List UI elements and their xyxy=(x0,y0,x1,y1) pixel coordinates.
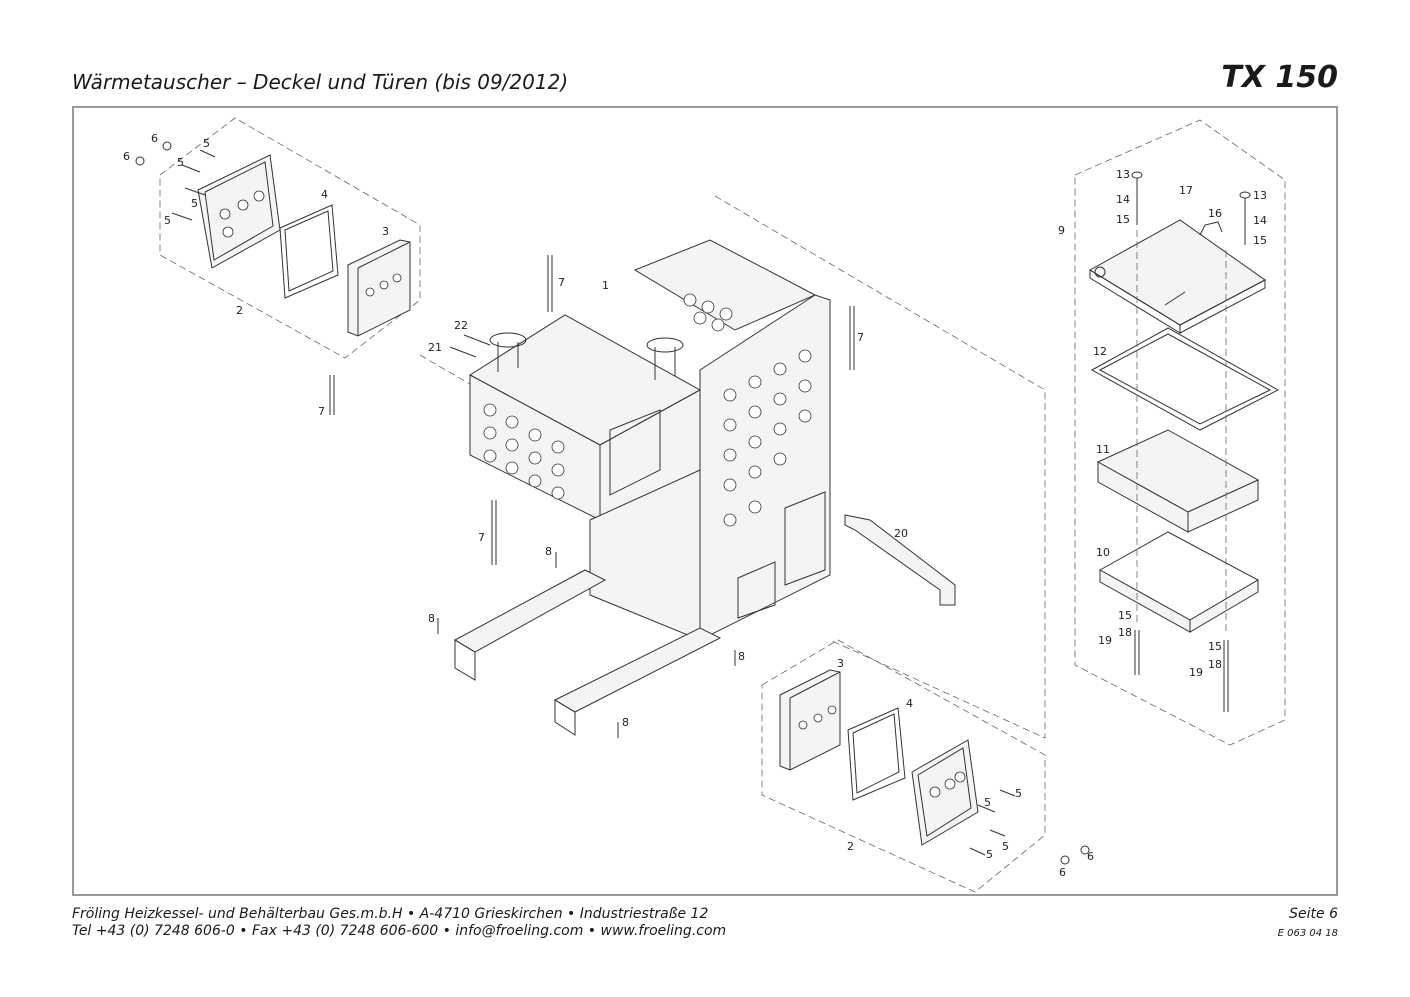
label-18: 18 xyxy=(1208,658,1222,671)
footer-doc-code: E 063 04 18 xyxy=(1277,928,1338,939)
label-1: 1 xyxy=(602,279,609,292)
label-2: 2 xyxy=(236,304,243,317)
bottom-right-door-assembly xyxy=(761,639,1090,893)
label-15: 15 xyxy=(1253,234,1267,247)
label-17: 17 xyxy=(1179,184,1193,197)
label-3: 3 xyxy=(382,225,389,238)
label-5: 5 xyxy=(191,197,198,210)
label-7: 7 xyxy=(857,331,864,344)
label-3: 3 xyxy=(837,657,844,670)
label-7: 7 xyxy=(478,531,485,544)
label-5: 5 xyxy=(164,214,171,227)
label-5: 5 xyxy=(203,137,210,150)
label-7: 7 xyxy=(318,405,325,418)
label-5: 5 xyxy=(1015,787,1022,800)
label-6: 6 xyxy=(123,150,130,163)
label-10: 10 xyxy=(1096,546,1110,559)
heat-exchanger-body xyxy=(419,195,1046,739)
bolts xyxy=(437,334,736,738)
label-14: 14 xyxy=(1253,214,1267,227)
label-19: 19 xyxy=(1098,634,1112,647)
label-8: 8 xyxy=(622,716,629,729)
part-labels: 6 6 5 5 5 5 4 3 2 7 7 7 7 1 22 21 20 8 8… xyxy=(123,132,1267,879)
label-6: 6 xyxy=(151,132,158,145)
right-lid-assembly xyxy=(1074,119,1286,746)
label-2: 2 xyxy=(847,840,854,853)
tube-holes-top xyxy=(683,293,733,332)
label-8: 8 xyxy=(545,545,552,558)
label-15: 15 xyxy=(1116,213,1130,226)
model-name: TX 150 xyxy=(1221,60,1338,95)
top-left-door-assembly xyxy=(135,117,421,359)
label-14: 14 xyxy=(1116,193,1130,206)
label-5: 5 xyxy=(986,848,993,861)
label-5: 5 xyxy=(984,796,991,809)
label-6: 6 xyxy=(1059,866,1066,879)
label-11: 11 xyxy=(1096,443,1110,456)
side-panel-20 xyxy=(844,514,956,606)
label-15: 15 xyxy=(1208,640,1222,653)
footer-company: Fröling Heizkessel- und Behälterbau Ges.… xyxy=(72,906,709,922)
label-9: 9 xyxy=(1058,224,1065,237)
tube-holes-side xyxy=(723,349,812,527)
drawing-frame xyxy=(72,106,1338,896)
label-5: 5 xyxy=(1002,840,1009,853)
footer-contact: Tel +43 (0) 7248 606-0 • Fax +43 (0) 724… xyxy=(72,923,727,939)
label-21: 21 xyxy=(428,341,442,354)
label-5: 5 xyxy=(177,156,184,169)
label-18: 18 xyxy=(1118,626,1132,639)
label-6: 6 xyxy=(1087,850,1094,863)
label-8: 8 xyxy=(428,612,435,625)
label-7: 7 xyxy=(558,276,565,289)
label-13: 13 xyxy=(1253,189,1267,202)
tie-rods xyxy=(329,255,855,565)
page-title: Wärmetauscher – Deckel und Türen (bis 09… xyxy=(72,70,569,94)
label-8: 8 xyxy=(738,650,745,663)
label-22: 22 xyxy=(454,319,468,332)
label-20: 20 xyxy=(894,527,908,540)
label-4: 4 xyxy=(321,188,328,201)
label-16: 16 xyxy=(1208,207,1222,220)
label-12: 12 xyxy=(1093,345,1107,358)
label-19: 19 xyxy=(1189,666,1203,679)
tube-holes-front xyxy=(483,403,565,500)
label-15: 15 xyxy=(1118,609,1132,622)
label-13: 13 xyxy=(1116,168,1130,181)
footer-page-number: Seite 6 xyxy=(1289,906,1338,922)
label-4: 4 xyxy=(906,697,913,710)
